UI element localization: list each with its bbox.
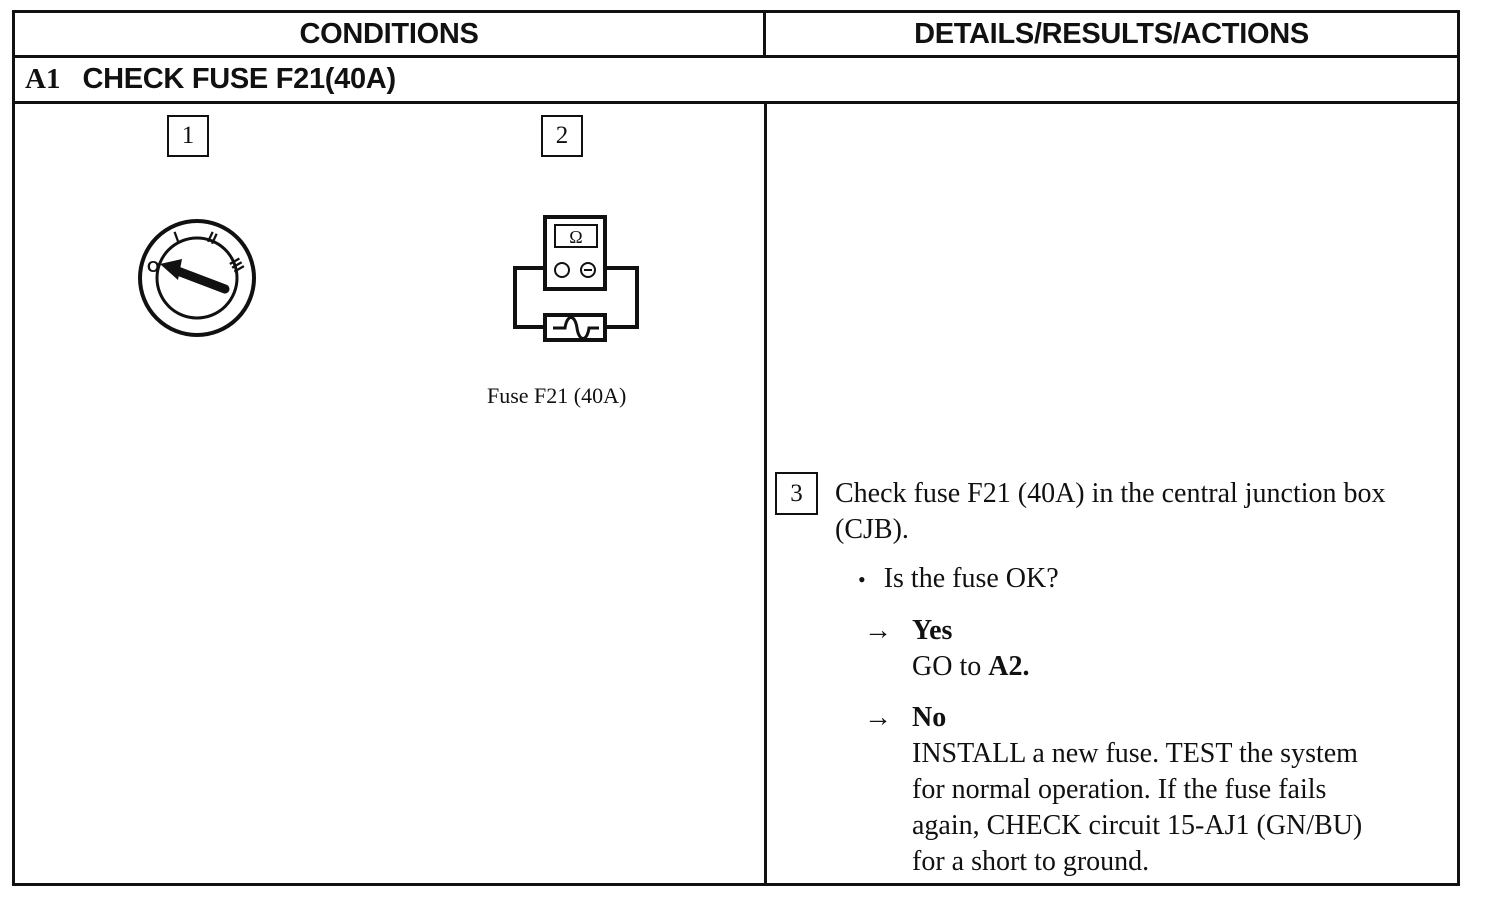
column-divider [764, 101, 767, 883]
ignition-switch-icon: O I II III [138, 219, 256, 337]
step-title-row: A1 CHECK FUSE F21(40A) [25, 58, 396, 101]
no-branch: → No INSTALL a new fuse. TEST the system… [864, 700, 1362, 880]
ignition-mark-1: I [172, 229, 182, 246]
bullet-glyph: • [858, 567, 866, 592]
yes-action: GO to A2. [912, 649, 1029, 685]
no-label: No [912, 702, 947, 733]
question-item: • Is the fuse OK? [858, 563, 1059, 595]
instruction-line-2: (CJB). [835, 514, 909, 545]
ignition-mark-0: O [147, 259, 159, 276]
step-box-1: 1 [167, 115, 209, 157]
procedure-table: CONDITIONS DETAILS/RESULTS/ACTIONS A1 CH… [12, 10, 1460, 886]
fuse-caption: Fuse F21 (40A) [487, 383, 627, 408]
yes-branch: → Yes GO to A2. [864, 613, 1029, 685]
step-box-3: 3 [775, 472, 818, 515]
header-divider [15, 55, 1457, 58]
no-action-line-4: for a short to ground. [912, 846, 1150, 877]
header-conditions: CONDITIONS [15, 13, 766, 56]
header-details: DETAILS/RESULTS/ACTIONS [914, 18, 1309, 50]
no-action-line-1: INSTALL a new fuse. TEST the system [912, 738, 1358, 769]
yes-action-target: A2. [988, 651, 1030, 682]
title-divider [15, 101, 1457, 104]
no-arrow: → [864, 702, 892, 733]
step-id: A1 [25, 63, 61, 95]
yes-arrow: → [864, 615, 892, 646]
instruction-text: Check fuse F21 (40A) in the central junc… [835, 476, 1455, 548]
ohm-symbol: Ω [569, 227, 582, 247]
ignition-mark-3: III [225, 256, 246, 276]
step-box-2: 2 [541, 115, 583, 157]
no-action-line-2: for normal operation. If the fuse fails [912, 774, 1327, 805]
yes-action-prefix: GO to [912, 651, 982, 682]
instruction-line-1: Check fuse F21 (40A) in the central junc… [835, 478, 1386, 509]
no-action-line-3: again, CHECK circuit 15-AJ1 (GN/BU) [912, 810, 1363, 841]
step-title: CHECK FUSE F21(40A) [82, 63, 396, 95]
question-text: Is the fuse OK? [883, 563, 1059, 594]
ignition-mark-2: II [204, 229, 219, 248]
yes-label: Yes [912, 615, 953, 646]
ohmmeter-fuse-icon: Ω [513, 215, 639, 342]
